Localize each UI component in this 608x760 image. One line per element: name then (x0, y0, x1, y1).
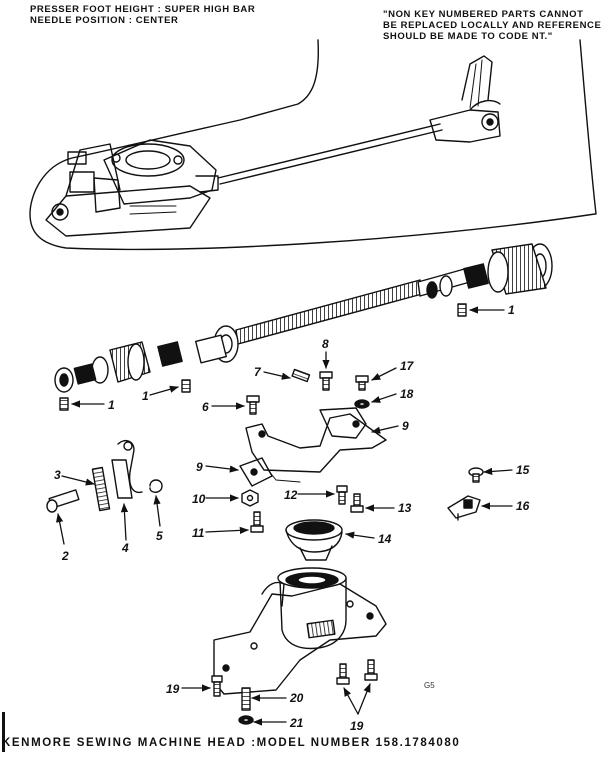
label-part-1-right: 1 (508, 303, 515, 317)
screw-20 (241, 687, 251, 711)
feed-rock-shaft-assembly (45, 55, 501, 237)
needle-position-note: NEEDLE POSITION : CENTER (30, 15, 179, 26)
clip-16 (447, 495, 481, 521)
label-part-20: 20 (289, 691, 304, 705)
machine-bed-outline (29, 39, 597, 251)
label-part-6: 6 (202, 400, 209, 414)
main-shaft (54, 243, 553, 393)
replacement-note-line-3: SHOULD BE MADE TO CODE NT." (383, 31, 553, 42)
model-title: KENMORE SEWING MACHINE HEAD :MODEL NUMBE… (2, 737, 461, 749)
hook-base-plate (213, 567, 387, 695)
feed-bracket-plate (245, 407, 387, 483)
set-screw-1-mid (181, 379, 191, 393)
label-part-19-right: 19 (350, 719, 364, 733)
link-plate-9 (239, 457, 273, 487)
label-part-1-left: 1 (108, 398, 115, 412)
replacement-note: "NON KEY NUMBERED PARTS CANNOT BE REPLAC… (383, 9, 601, 42)
screw-6 (246, 395, 260, 415)
spring-3 (91, 466, 111, 512)
washer-18 (354, 399, 370, 409)
label-part-14: 14 (378, 532, 392, 546)
label-part-10: 10 (192, 492, 206, 506)
replacement-note-line-1: "NON KEY NUMBERED PARTS CANNOT (383, 9, 584, 20)
retaining-ring-5 (149, 479, 163, 493)
label-part-18-top: 18 (400, 387, 414, 401)
label-part-21: 21 (289, 716, 304, 730)
label-part-12: 12 (284, 488, 298, 502)
presser-foot-note: PRESSER FOOT HEIGHT : SUPER HIGH BAR (30, 4, 256, 15)
footer-rule (2, 712, 5, 752)
leader-lines (56, 306, 513, 726)
label-part-19-left: 19 (166, 682, 180, 696)
label-part-13: 13 (398, 501, 412, 515)
replacement-note-line-2: BE REPLACED LOCALLY AND REFERENCE (383, 20, 602, 31)
label-part-2: 2 (61, 549, 69, 563)
screw-12 (336, 485, 348, 505)
part-labels: 1 1 1 3 2 4 5 6 7 8 17 18 9 9 10 11 12 1… (54, 303, 530, 733)
screw-19-left (211, 675, 223, 697)
screw-7 (291, 368, 311, 383)
set-screw-1-left (59, 397, 69, 411)
screw-19-pair (336, 659, 378, 685)
label-part-7: 7 (254, 365, 262, 379)
label-part-1-mid: 1 (142, 389, 149, 403)
bobbin-case-14 (285, 519, 343, 561)
nut-10 (241, 489, 259, 507)
label-part-17: 17 (400, 359, 415, 373)
screw-17 (355, 375, 369, 391)
label-part-15: 15 (516, 463, 530, 477)
label-part-16: 16 (516, 499, 530, 513)
label-part-11: 11 (192, 526, 205, 540)
label-part-9-left: 9 (196, 460, 203, 474)
label-part-4: 4 (121, 541, 129, 555)
screw-13 (350, 493, 364, 513)
set-screw-1-right (457, 303, 467, 317)
stop-pin-2 (46, 489, 80, 513)
label-part-5: 5 (156, 529, 163, 543)
label-part-9-right: 9 (402, 419, 409, 433)
label-part-8-top: 8 (322, 337, 329, 351)
screw-8 (319, 371, 333, 391)
label-part-3: 3 (54, 468, 61, 482)
washer-21 (238, 715, 254, 725)
lever-4 (111, 439, 143, 499)
diagram-code: G5 (424, 681, 435, 690)
screw-15 (468, 467, 484, 483)
screw-11 (250, 511, 264, 533)
